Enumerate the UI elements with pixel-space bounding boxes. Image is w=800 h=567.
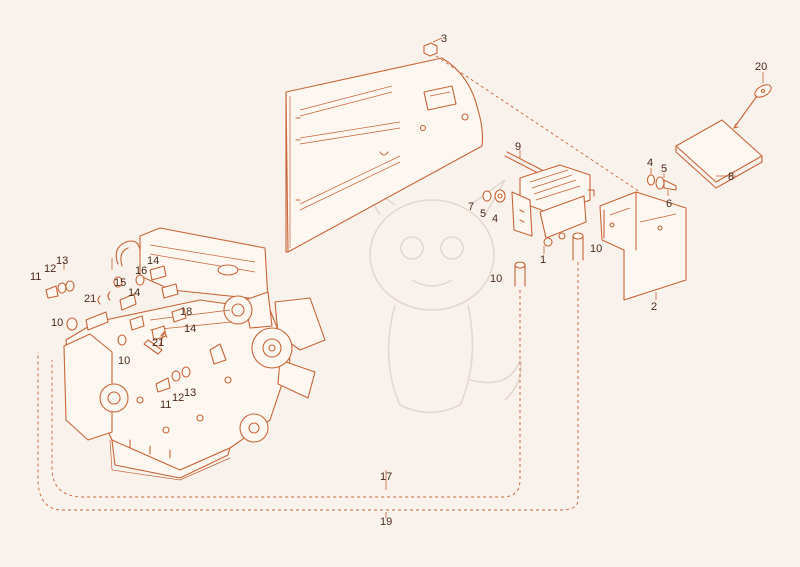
callout-9: 9: [515, 141, 521, 153]
callout-8: 8: [728, 171, 734, 183]
callout-21-left: 21: [84, 293, 96, 305]
callout-5-right: 5: [661, 163, 667, 175]
callout-1: 1: [540, 254, 546, 266]
callout-11-top: 11: [30, 271, 41, 283]
callout-10-right-sleeve: 10: [590, 243, 602, 255]
callout-13-top: 13: [56, 255, 68, 267]
cable-sleeve-left: [514, 261, 526, 287]
rod-part-9: [504, 150, 543, 175]
leader-lines: [63, 258, 387, 518]
callout-13-bottom: 13: [184, 387, 196, 399]
callout-labels: 3 9 20 4 5 6 8 7 5 4 1 10 10 2 11 12 13 …: [30, 33, 767, 528]
cover-plate-part-8: [675, 119, 763, 189]
washer-set-center: [482, 189, 506, 203]
callout-18: 18: [180, 306, 192, 318]
callout-12-top: 12: [44, 263, 56, 275]
callout-20: 20: [755, 61, 767, 73]
engine-assembly: [63, 227, 326, 481]
callout-14-mid: 14: [128, 287, 140, 299]
fitting-parts-left: [45, 265, 191, 393]
callout-4-center: 4: [492, 213, 498, 225]
callout-4-right: 4: [647, 157, 653, 169]
callout-16: 16: [135, 265, 147, 277]
callout-15: 15: [114, 277, 126, 289]
connection-paths: [37, 55, 641, 511]
callout-10-engine-left: 10: [51, 317, 63, 329]
callout-3: 3: [441, 33, 447, 45]
callout-12-bottom: 12: [172, 392, 184, 404]
callout-21-center: 21: [152, 337, 164, 349]
callout-14-top: 14: [147, 255, 159, 267]
disk-part-20: [733, 72, 772, 129]
bolt-part-3: [423, 37, 443, 57]
callout-19: 19: [380, 516, 392, 528]
callout-6: 6: [666, 198, 672, 210]
bracket-part-2: [599, 191, 687, 301]
callout-7: 7: [468, 201, 474, 213]
bolt-set-right: [646, 168, 677, 196]
side-panel: [285, 57, 484, 253]
callout-10-left-sleeve: 10: [490, 273, 502, 285]
callout-2: 2: [651, 301, 657, 313]
callout-5-center: 5: [480, 208, 486, 220]
callout-10-engine-center: 10: [118, 355, 130, 367]
callout-14-lower: 14: [184, 323, 196, 335]
cable-sleeve-right: [572, 232, 584, 261]
callout-17: 17: [380, 471, 392, 483]
control-box-part-1: [511, 164, 595, 254]
callout-11-bottom: 11: [160, 399, 171, 411]
